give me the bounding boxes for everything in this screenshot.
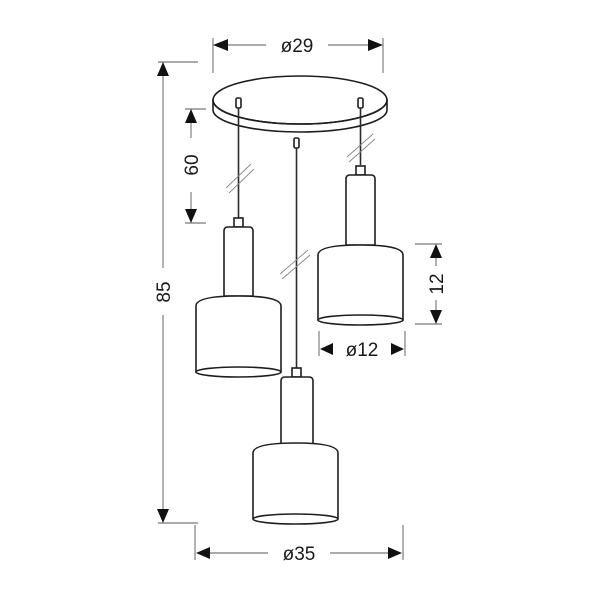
- dimension-plate-diameter: ø29: [212, 36, 384, 73]
- pendant-left: [195, 217, 282, 378]
- pendant-center: [252, 367, 339, 525]
- pendant-right: [317, 165, 404, 326]
- cable-left: [225, 97, 255, 218]
- cable-center: [279, 137, 311, 368]
- label-shade-diameter: ø12: [346, 340, 379, 361]
- dimension-total-width: ø35: [194, 525, 404, 565]
- label-cable-length: 60: [182, 154, 203, 175]
- label-total-width: ø35: [283, 544, 316, 565]
- dimension-shade-diameter: ø12: [318, 331, 406, 361]
- label-total-height: 85: [154, 281, 175, 302]
- dimension-shade-height: 12: [415, 243, 448, 325]
- cable-right: [346, 97, 376, 165]
- label-plate-diameter: ø29: [281, 36, 314, 57]
- dimension-cable-length: 60: [182, 108, 206, 224]
- ceiling-plate: [212, 75, 388, 133]
- label-shade-height: 12: [427, 273, 448, 294]
- dimension-total-height: 85: [154, 61, 198, 524]
